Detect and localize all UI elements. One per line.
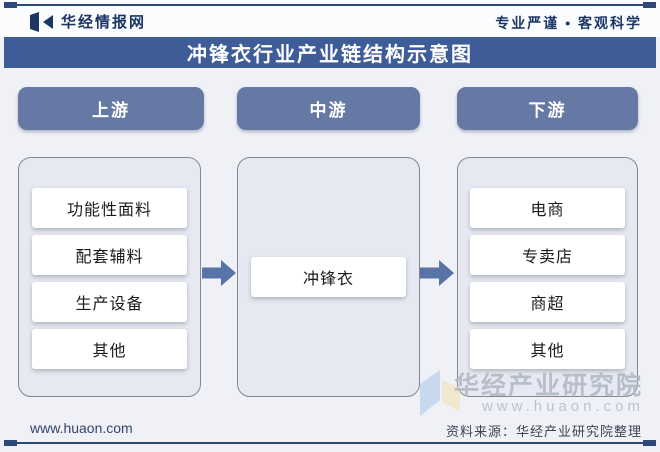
list-item: 功能性面料 [32, 188, 187, 228]
divider-cap [4, 2, 17, 8]
watermark-url: www.huaon.com [481, 398, 644, 415]
brand-tagline: 专业严谨 • 客观科学 [495, 15, 642, 31]
brand: 华经情报网 [28, 11, 146, 32]
upstream-panel: 功能性面料 配套辅料 生产设备 其他 [18, 157, 201, 397]
list-item: 冲锋衣 [251, 257, 406, 297]
huaon-logo-icon [30, 11, 53, 32]
brand-bar [0, 0, 660, 37]
divider-cap [643, 440, 656, 446]
brand-name: 华经情报网 [61, 14, 147, 31]
midstream-panel: 冲锋衣 [237, 157, 420, 397]
list-item: 配套辅料 [32, 235, 187, 275]
list-item: 商超 [470, 282, 625, 322]
list-item: 生产设备 [32, 282, 187, 322]
column-header-upstream: 上游 [18, 87, 204, 130]
source-note: 资料来源：华经产业研究院整理 [445, 424, 642, 439]
top-divider [4, 2, 656, 8]
footer-url: www.huaon.com [30, 420, 133, 436]
column-header-midstream: 中游 [237, 87, 420, 130]
column-header-downstream: 下游 [457, 87, 638, 130]
divider-cap [4, 440, 17, 446]
list-item: 其他 [32, 329, 187, 369]
divider-cap [643, 2, 656, 8]
list-item: 专卖店 [470, 235, 625, 275]
watermark-text: 华经产业研究院 [453, 372, 643, 400]
page-title: 冲锋衣行业产业链结构示意图 [187, 44, 473, 66]
downstream-panel: 电商 专卖店 商超 其他 [457, 157, 638, 397]
list-item: 其他 [470, 329, 625, 369]
right-arrow-icon [420, 260, 454, 286]
right-arrow-icon [202, 260, 236, 286]
bottom-divider [4, 440, 656, 446]
list-item: 电商 [470, 188, 625, 228]
diagram-title-bar: 冲锋衣行业产业链结构示意图 [4, 37, 656, 68]
watermark-logo-icon [420, 370, 460, 416]
